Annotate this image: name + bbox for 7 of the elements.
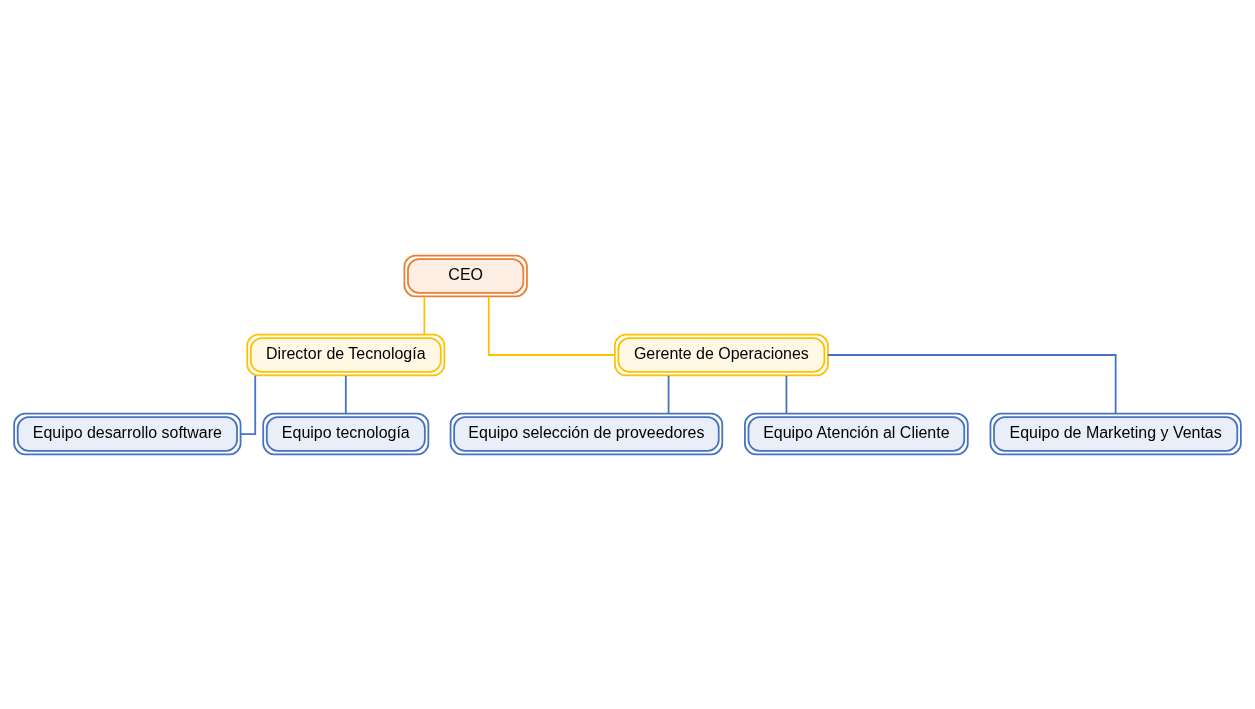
connector: [239, 374, 257, 435]
connector: [487, 295, 616, 356]
connector: [344, 374, 347, 414]
connector: [667, 374, 670, 414]
connector: [785, 374, 788, 414]
connector: [827, 353, 1117, 414]
connector: [423, 295, 426, 335]
